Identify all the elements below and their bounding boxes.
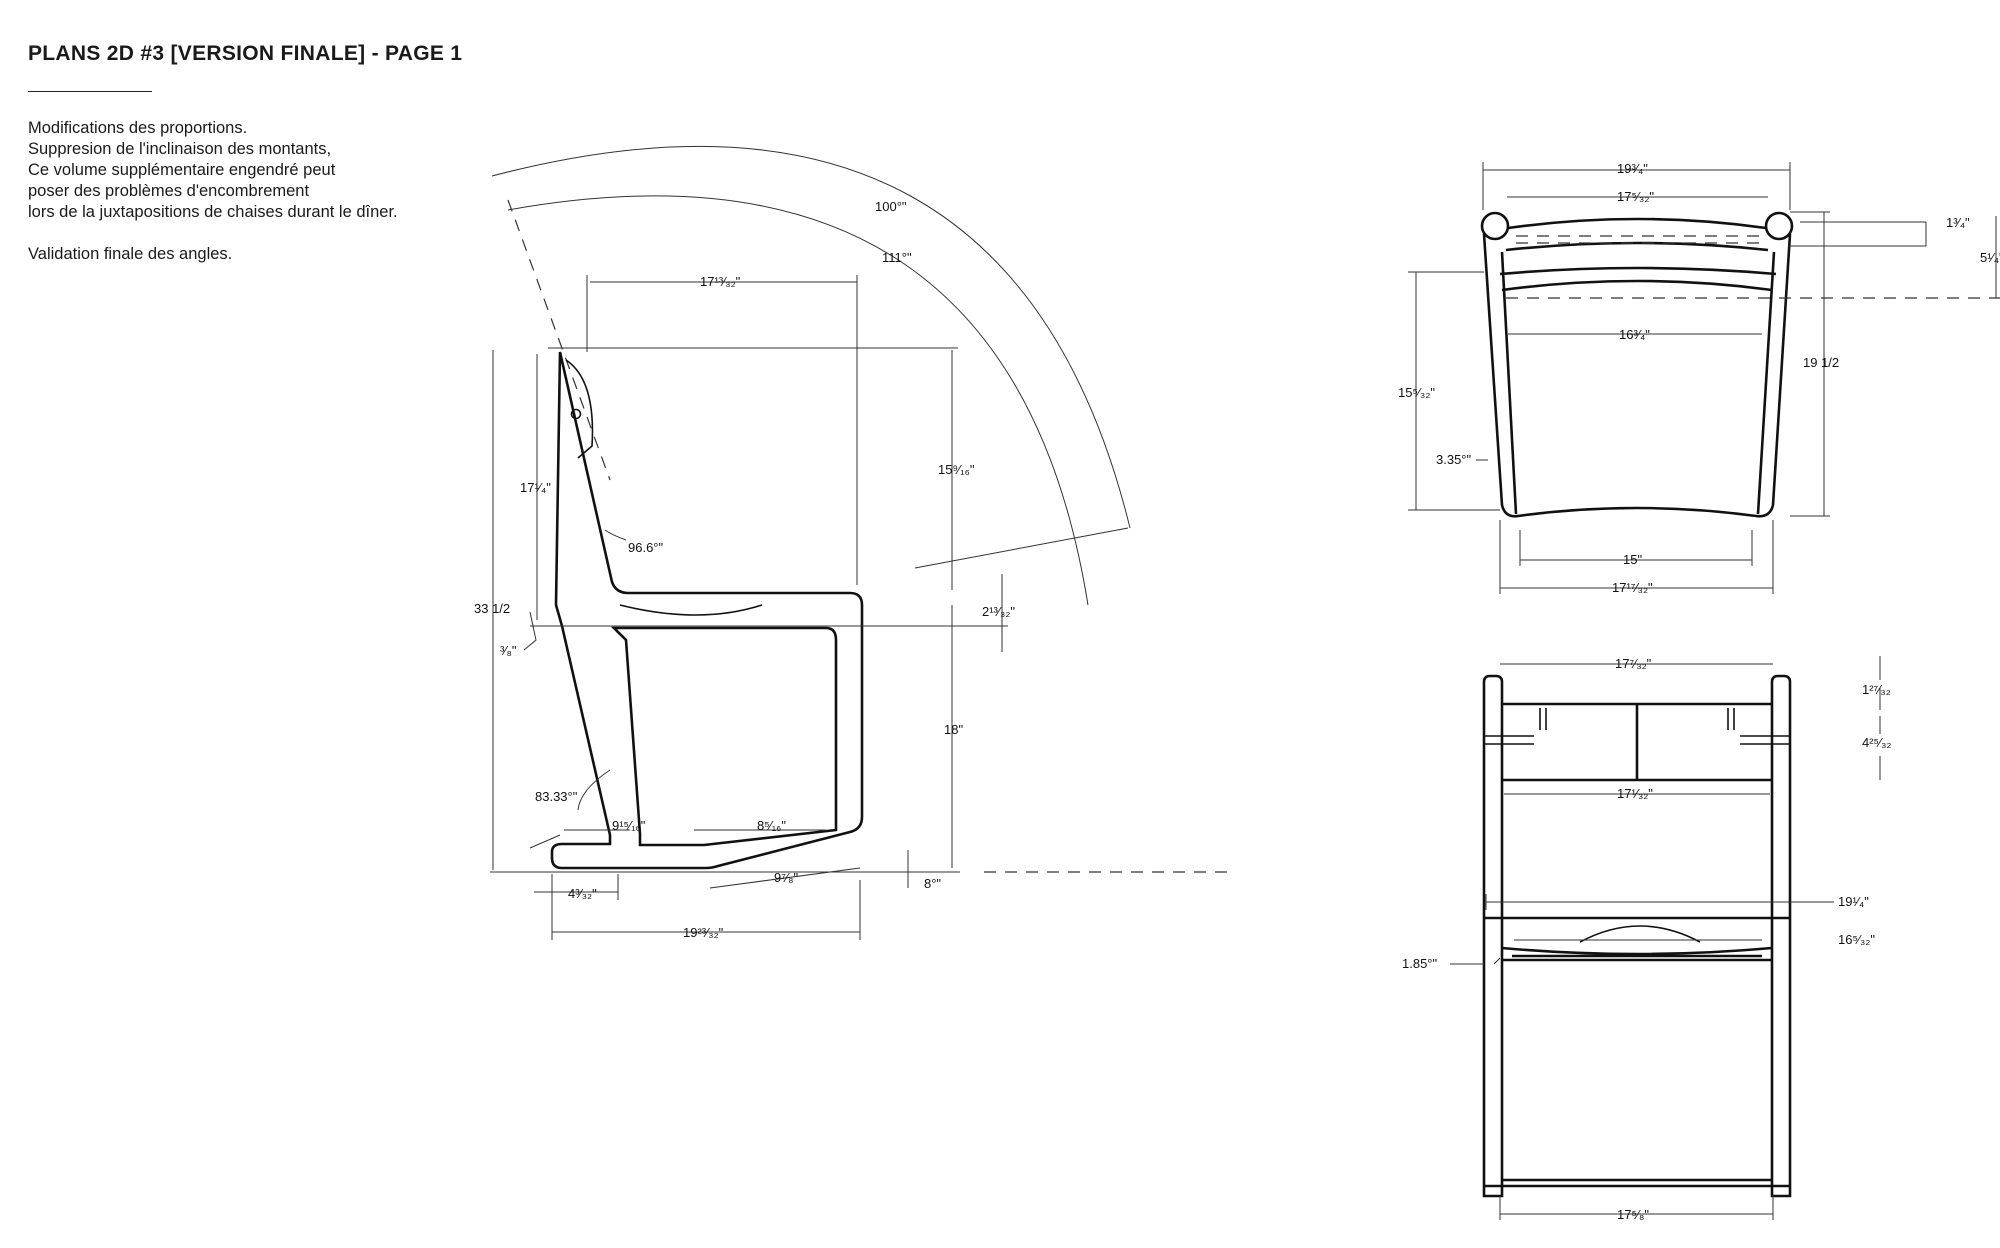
back-axis-dashed: [507, 199, 611, 481]
dim-small-offset: ³⁄₈": [500, 643, 517, 658]
seat-panel: [1484, 916, 1790, 958]
dim-line-total-depth: [551, 874, 861, 940]
note-line: lors de la juxtapositions de chaises dur…: [28, 203, 398, 221]
dim-bottom-width: 17⁵⁄₈": [1617, 1207, 1649, 1222]
front-view: 19³⁄₄" 17⁵⁄₃₂" 1³⁄₄" 5¹⁄₄" 16³⁄₄" 19 1/2…: [1398, 161, 2000, 595]
angle-arc-100: [491, 145, 1131, 529]
dim-line-angle: [1450, 957, 1501, 965]
dim-seat-width: 16³⁄₄": [1619, 327, 1650, 342]
seat-curve: [619, 604, 763, 616]
note-line: Suppresion de l'inclinaison des montants…: [28, 140, 332, 158]
dim-inner-width: 17⁵⁄₃₂": [1617, 189, 1654, 204]
front-frame: [1482, 233, 1792, 518]
dim-outer-width: 19³⁄₄": [1617, 161, 1648, 176]
post-top-right: [1764, 211, 1794, 241]
dim-line-side-height: [1408, 271, 1500, 511]
note-line: poser des problèmes d'encombrement: [28, 182, 310, 200]
dim-side-height: 15⁵⁄₃₂": [1398, 385, 1435, 400]
page-title: PLANS 2D #3 [VERSION FINALE] - PAGE 1: [28, 42, 463, 65]
lower-panel: [1484, 958, 1790, 1188]
dim-line-top-width: [586, 275, 858, 585]
arc-ext-line: [914, 527, 1129, 569]
dim-angle-inner: 111°": [882, 250, 912, 265]
dim-total-height: 33 1/2: [474, 601, 510, 616]
dim-base-right: 8⁵⁄₁₆": [757, 818, 786, 833]
dim-angle: 1.85°": [1402, 956, 1438, 971]
dim-line-outer-width: [1482, 162, 1791, 210]
dim-rail-depth: 4²⁵⁄₃₂: [1862, 735, 1891, 750]
top-rail: [1505, 217, 1769, 252]
dim-foot: 4³⁄₃₂": [568, 886, 597, 901]
dim-side-width: 19¹⁄₄": [1838, 894, 1869, 909]
dim-base-slope: 9⁷⁄₈": [774, 870, 798, 885]
rail-joint-right: [1727, 708, 1790, 745]
dim-rail-thick: 1²⁷⁄₃₂: [1862, 682, 1891, 697]
dim-top-view-width: 17⁷⁄₃₂": [1615, 656, 1652, 671]
backrest-curve: [565, 359, 594, 459]
front-leg-inner: [1500, 251, 1776, 515]
dim-seat-angle: 96.6°": [628, 540, 664, 555]
pivot-hole: [570, 408, 582, 420]
top-view-outer: [1482, 674, 1504, 1198]
dim-line-small-offset: [523, 611, 537, 651]
rail-joint-left: [1484, 708, 1547, 745]
seat-bump: [1579, 925, 1701, 943]
chair-inner-frame: [610, 626, 838, 847]
dim-line-back-height: [548, 347, 958, 590]
title-underline: [28, 91, 152, 92]
dim-bottom-outer: 17¹⁷⁄₃₂": [1612, 580, 1653, 595]
note-line: Modifications des proportions.: [28, 119, 248, 137]
dim-rail-drop: 5¹⁄₄": [1980, 250, 2000, 265]
dim-back-post: 17¹⁄₄": [520, 480, 551, 495]
top-view-outer-right: [1770, 674, 1792, 1198]
validation-note: Validation finale des angles.: [28, 245, 233, 263]
dim-total-depth: 19²³⁄₃₂": [683, 925, 724, 940]
dim-angle-outer: 100°": [875, 199, 907, 214]
seat-top-front: [1499, 266, 1777, 292]
front-angle-arc: [529, 769, 611, 849]
dim-line-side-width: [1485, 894, 1834, 910]
dim-back-height: 15⁹⁄₁₆": [938, 462, 975, 477]
angle-arc-111: [507, 195, 1089, 606]
dim-line-bottom-inner: [1519, 530, 1753, 566]
dim-line-bottom-outer: [1499, 520, 1774, 594]
top-rail-box: [1502, 702, 1772, 782]
dim-line-seat-thickness: [530, 574, 1008, 652]
dim-leg-angle: 3.35°": [1436, 452, 1472, 467]
dim-seat-thickness: 2¹³⁄₃₂": [982, 604, 1015, 619]
dim-seat-inner: 16⁵⁄₃₂": [1838, 932, 1875, 947]
side-view: 100°" 111°" 17¹³⁄₃₂" 15⁹⁄₁₆" 33 1/2 17¹⁄…: [474, 145, 1228, 940]
dim-seat-height: 18": [944, 722, 963, 737]
dim-front-angle: 83.33°": [535, 789, 578, 804]
top-view: 17⁷⁄₃₂" 1²⁷⁄₃₂ 4²⁵⁄₃₂ 17¹⁄₃₂" 19¹⁄₄" 16⁵…: [1402, 656, 1891, 1222]
dim-mid-width: 17¹⁄₃₂": [1617, 786, 1653, 801]
dim-slope-angle: 8°": [924, 876, 941, 891]
dim-base-left: 9¹⁵⁄₁₆": [612, 818, 646, 833]
chair-side-profile: [550, 351, 864, 870]
dim-line-top-rail: [1788, 221, 1927, 247]
dim-top-width: 17¹³⁄₃₂": [700, 274, 741, 289]
seat-angle-arc: [604, 529, 627, 541]
dim-top-rail: 1³⁄₄": [1946, 215, 1970, 230]
dim-line-base-slope: [709, 850, 909, 889]
post-top-left: [1480, 211, 1510, 241]
dim-bottom-inner: 15": [1623, 552, 1642, 567]
notes-block: Modifications des proportions. Suppresio…: [28, 118, 398, 265]
dim-height: 19 1/2: [1803, 355, 1839, 370]
dim-line-height: [1790, 211, 1830, 517]
note-line: Ce volume supplémentaire engendré peut: [28, 161, 336, 179]
dim-line-bottom-width: [1499, 1196, 1774, 1220]
